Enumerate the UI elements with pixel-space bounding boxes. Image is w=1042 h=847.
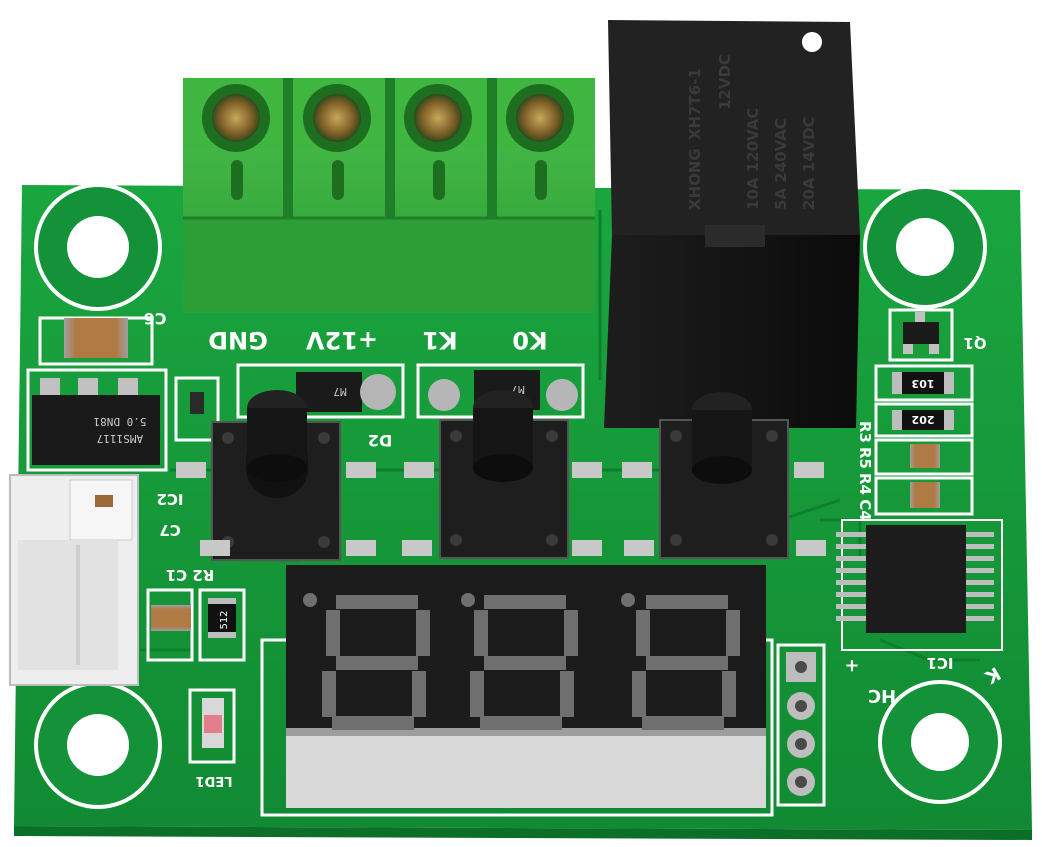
terminal-label-gnd: GND [208,326,268,354]
label-plus: + [844,655,859,676]
relay: XHONG XH7T6-1 12VDC 10A 120VAC 5A 240VAC… [604,20,860,428]
label-r3: R3 [856,421,874,443]
mounting-hole-bottom-left [34,681,162,809]
resistor-r5: 202 [874,402,974,438]
label-r2-c1: R2 C1 [166,566,215,584]
label-c7: C7 [159,521,180,539]
label-ic2: IC2 [156,490,183,508]
pin-header [776,643,826,807]
label-r4: R4 [856,473,874,495]
button-set[interactable] [211,390,341,561]
label-ic1: IC1 [926,654,953,672]
terminal-labels: GND +12V K1 K0 [208,326,548,354]
terminal-label-k0: K0 [512,326,547,354]
capacitor-c1 [146,588,194,662]
digit-3 [632,595,740,730]
relay-model: XH7T6-1 [686,68,704,140]
capacitor-r4 [874,438,974,476]
button-up[interactable] [439,390,569,559]
relay-rating-4: 20A 14VDC [800,116,818,210]
label-r5: R5 [856,447,874,469]
relay-rating-1: 12VDC [716,54,734,110]
label-hc: HC [868,685,896,706]
regulator-line1: AMS1117 [97,432,143,445]
resistor-r5-code: 202 [912,413,935,426]
ic1-microcontroller: IC1 [836,519,1003,672]
terminal-label-k1: K1 [422,326,457,354]
button-down[interactable] [659,392,789,559]
resistor-r3: 103 [874,364,974,402]
diode-d2-code: M7 [333,385,346,398]
resistor-r2: 512 [198,588,246,662]
relay-brand: XHONG [686,148,704,210]
resistor-r3-code: 103 [912,377,935,390]
seven-segment-display [260,565,774,817]
capacitor-small-left [174,376,220,442]
terminal-label-12v: +12V [306,326,379,354]
sensor-connector [9,474,139,686]
r-labels: R3 R5 R4 C4 [856,421,874,521]
decimal-point-3 [621,593,635,607]
diode-d2: M7 D2 [236,363,405,450]
decimal-point-1 [303,593,317,607]
mounting-hole-bottom-right [878,680,1002,804]
label-d2: D2 [368,431,392,450]
relay-rating-3: 5A 240VAC [772,118,790,210]
regulator-ams1117: AMS1117 5.0 DN81 [26,368,168,472]
label-q1: Q1 [963,334,986,352]
digit-2 [470,595,578,730]
resistor-r2-code: 512 [219,610,230,629]
mounting-hole-top-left [34,183,162,311]
label-c6: C6 [144,309,167,328]
transistor-q1: Q1 [888,308,987,362]
solder-pads [176,462,826,556]
screw-terminal-block [183,78,595,313]
digit-1 [322,595,430,730]
decimal-point-2 [461,593,475,607]
label-led1: LED1 [195,773,232,788]
pcb-edge [14,826,1032,840]
mounting-hole-top-right [863,185,987,309]
capacitor-c4 [874,476,974,516]
regulator-line2: 5.0 DN81 [94,415,147,428]
capacitor-c6: C6 [38,309,167,366]
relay-rating-2: 10A 120VAC [744,108,762,210]
label-c4: C4 [856,499,874,520]
led1: LED1 [188,688,236,788]
